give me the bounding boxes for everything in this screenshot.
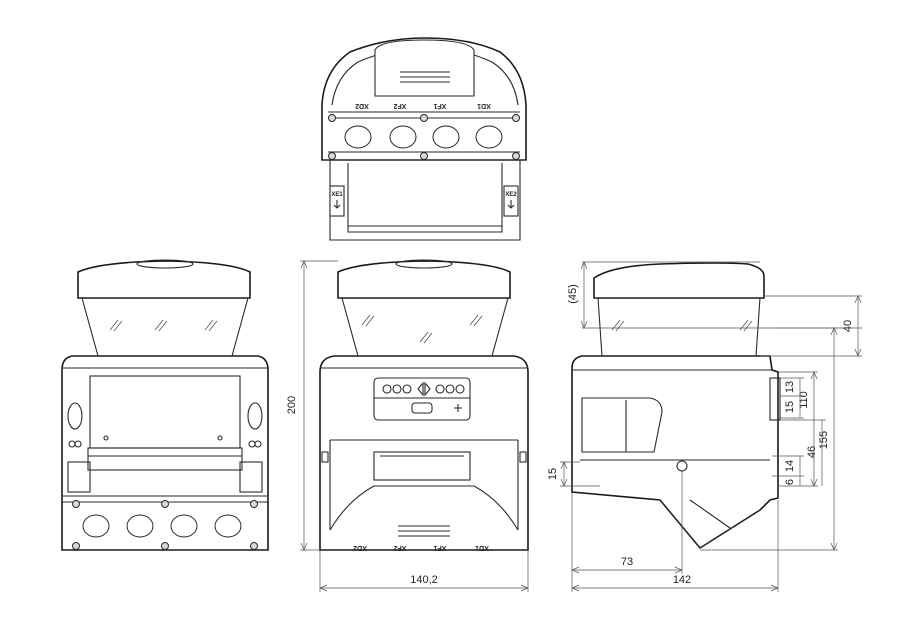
dim-142: 142 (673, 574, 691, 586)
dim-110: 110 (798, 391, 810, 409)
connector-hole (475, 125, 503, 149)
top-view: XD2 XF2 XF1 XD1 XE1 XE2 (321, 37, 527, 241)
connector-hole (432, 125, 460, 149)
front-label-xd1: XD1 (475, 544, 489, 551)
top-label-xe2: XE2 (505, 192, 517, 198)
side-view (571, 262, 781, 550)
dim-45: (45) (567, 284, 579, 304)
connector-hole (344, 125, 372, 149)
front-label-xf2: XF2 (393, 544, 406, 551)
top-label-xf1: XF1 (433, 102, 446, 109)
dim-140-2: 140,2 (410, 574, 438, 586)
connector-hole (389, 125, 417, 149)
dim-73: 73 (621, 556, 633, 568)
front-label-xf1: XF1 (433, 544, 446, 551)
dim-15-upper: 15 (784, 401, 796, 413)
dim-13: 13 (784, 381, 796, 393)
dim-14: 14 (784, 460, 796, 472)
dim-15-left: 15 (547, 468, 559, 480)
dimension-lines: 200 140,2 (45) 40 155 110 (286, 260, 862, 592)
top-label-xe1: XE1 (331, 192, 343, 198)
dim-155: 155 (818, 431, 830, 449)
dim-46: 46 (806, 446, 818, 458)
dim-40: 40 (842, 320, 854, 332)
front-view: XD2 XF2 XF1 XD1 (319, 259, 529, 551)
front-label-xd2: XD2 (353, 544, 367, 551)
rear-view (61, 259, 269, 551)
top-label-xd1: XD1 (477, 102, 491, 109)
dim-200: 200 (286, 396, 298, 414)
top-label-xf2: XF2 (393, 102, 406, 109)
dim-6: 6 (784, 479, 796, 485)
top-label-xd2: XD2 (355, 102, 369, 109)
